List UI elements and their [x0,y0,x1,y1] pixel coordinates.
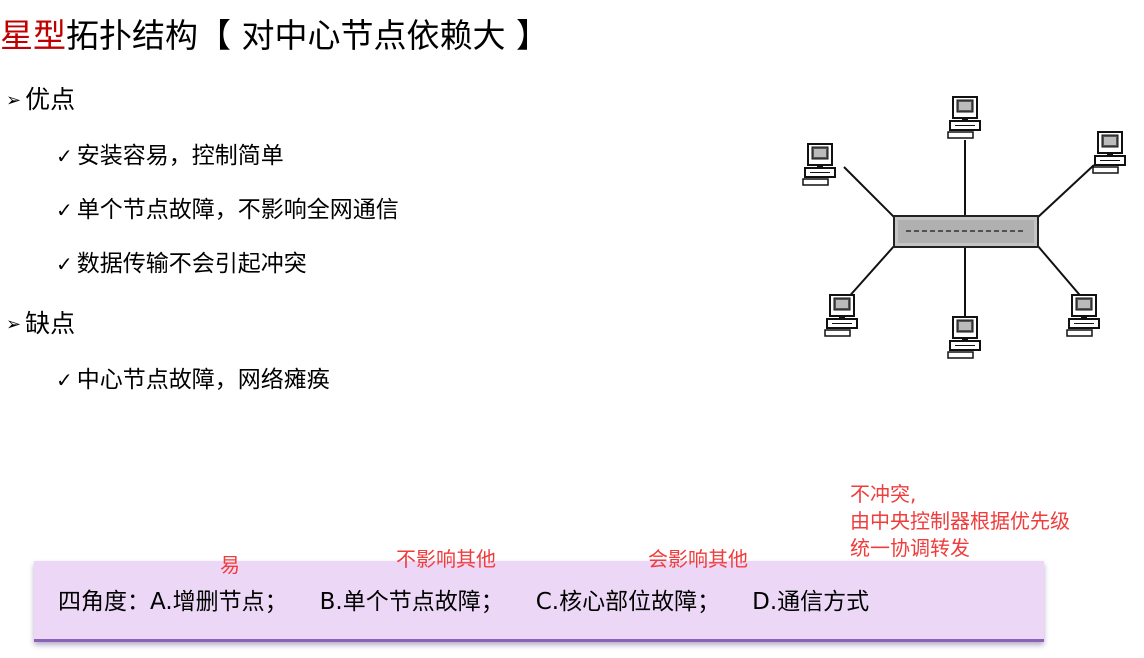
cons-heading: ➢缺点 [6,307,75,342]
cons-label: 缺点 [25,309,76,338]
computer-lower-left-icon [824,294,858,337]
check-icon: ✓ [56,252,73,276]
pros-heading: ➢优点 [6,83,75,118]
star-topology-diagram [802,96,1126,359]
computer-bottom-icon [947,316,981,359]
pros-item-2: ✓单个节点故障，不影响全网通信 [56,194,399,226]
pros-item-text: 单个节点故障，不影响全网通信 [76,197,399,223]
check-icon: ✓ [56,198,73,222]
four-angles-box [34,561,1044,642]
title-accent: 星型 [0,16,66,55]
cable-lines [843,140,1095,323]
computer-upper-right-icon [1092,131,1126,174]
pros-item-text: 安装容易，控制简单 [76,143,284,169]
note-d-line-2: 由中央控制器根据优先级 [850,509,1070,533]
four-angles-text: 四角度：A.增删节点； B.单个节点故障； C.核心部位故障； D.通信方式 [58,586,869,618]
check-icon: ✓ [56,368,73,392]
cons-item-text: 中心节点故障，网络瘫痪 [76,367,330,393]
note-d-line-3: 统一协调转发 [850,536,970,560]
note-b: 不影响其他 [396,547,496,571]
central-hub [893,215,1039,248]
pros-item-text: 数据传输不会引起冲突 [76,251,307,277]
note-a: 易 [220,553,240,577]
pros-item-3: ✓数据传输不会引起冲突 [56,248,307,280]
cons-item-1: ✓中心节点故障，网络瘫痪 [56,364,330,396]
note-d-line-1: 不冲突, [850,482,917,506]
angle-d: D.通信方式 [752,589,870,615]
note-c: 会影响其他 [648,547,748,571]
title-rest: 拓扑结构【 对中心节点依赖大 】 [66,16,549,55]
angle-a: A.增删节点； [150,589,288,615]
computer-upper-left-icon [802,143,836,186]
check-icon: ✓ [56,144,73,168]
arrow-bullet-icon: ➢ [6,314,22,335]
page-title: 星型拓扑结构【 对中心节点依赖大 】 [0,14,549,58]
computer-top-icon [947,96,981,139]
arrow-bullet-icon: ➢ [6,90,22,111]
angles-prefix: 四角度： [58,589,150,615]
angle-c: C.核心部位故障； [535,589,721,615]
computer-lower-right-icon [1066,294,1100,337]
pros-label: 优点 [25,85,76,114]
pros-item-1: ✓安装容易，控制简单 [56,140,284,172]
angle-b: B.单个节点故障； [319,589,504,615]
